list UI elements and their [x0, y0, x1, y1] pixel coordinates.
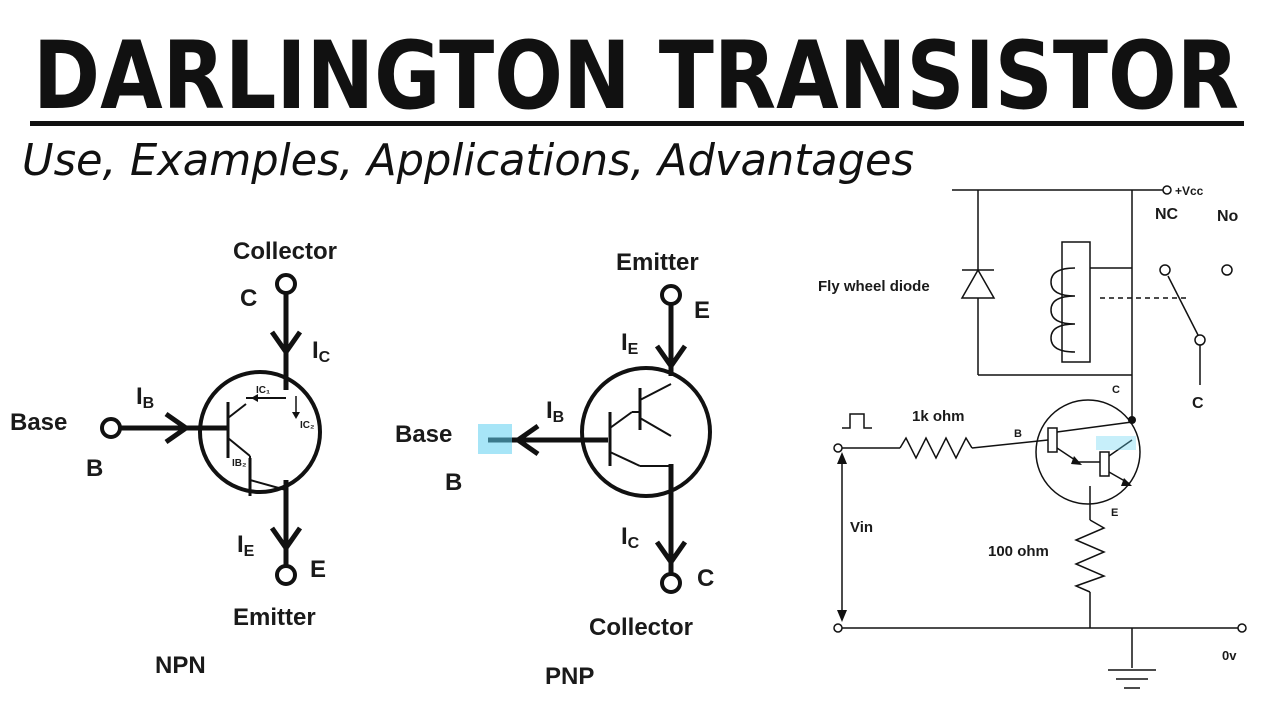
relay-transistor-envelope — [1035, 399, 1141, 505]
npn-ib-label: IB — [136, 383, 154, 412]
npn-base-terminal — [100, 417, 122, 439]
relay-coil-body — [1061, 241, 1091, 363]
pnp-base-highlight — [478, 424, 512, 454]
pnp-base-letter: B — [445, 469, 462, 496]
pnp-base-label: Base — [395, 421, 452, 448]
base-resistor — [899, 436, 973, 460]
base-resistor-label: 1k ohm — [912, 408, 965, 425]
vin-terminal — [833, 443, 843, 453]
npn-ib2-label: IB₂ — [232, 458, 246, 469]
npn-q2-emitter — [249, 479, 287, 491]
title-underline — [30, 121, 1244, 126]
npn-emitter-terminal — [275, 564, 297, 586]
common-contact — [1194, 334, 1206, 346]
npn-collector-label: Collector — [233, 238, 337, 265]
npn-ie-arrow — [269, 526, 303, 553]
base-resistor-to-transistor — [971, 439, 1049, 449]
pnp-ic-arrow — [654, 540, 688, 567]
pnp-emitter-letter: E — [694, 297, 710, 324]
npn-q1-emitter — [227, 437, 251, 457]
vin-label: Vin — [850, 519, 873, 536]
vin-arrow-bottom — [837, 610, 847, 622]
page-title: DARLINGTON TRANSISTOR — [33, 22, 1239, 131]
pnp-q1-emitter — [609, 411, 633, 429]
ground-left-terminal — [833, 623, 843, 633]
npn-darlington: IC₁ IC₂ IB₂ Collector C IC Base B IB IE … — [10, 238, 337, 679]
npn-base-label: Base — [10, 409, 67, 436]
pnp-ie-arrow — [654, 344, 688, 371]
pnp-collector-letter: C — [697, 565, 714, 592]
npn-collector-letter: C — [240, 285, 257, 312]
emitter-resistor-label: 100 ohm — [988, 543, 1049, 560]
base-pin-label: B — [1014, 428, 1022, 440]
nc-contact — [1159, 264, 1171, 276]
npn-caption: NPN — [155, 652, 206, 679]
pnp-ie-label: IE — [621, 329, 639, 358]
vin-arrow-top — [837, 452, 847, 464]
pnp-q2-collector — [639, 417, 672, 437]
q2-emitter-arrow — [1121, 478, 1132, 486]
q1-base-plate — [1047, 427, 1058, 453]
emitter-resistor — [1073, 519, 1107, 593]
relay-watermark-highlight — [1096, 436, 1136, 450]
no-contact — [1221, 264, 1233, 276]
relay-coil-winding — [1050, 267, 1076, 353]
q1-emitter-arrow — [1071, 456, 1082, 465]
flywheel-diode-label: Fly wheel diode — [818, 278, 930, 295]
npn-ic2-label: IC₂ — [300, 420, 314, 431]
relay-driver-circuit: +Vcc Fly wheel diode NC No C C — [818, 184, 1247, 689]
pnp-ic-label: IC — [621, 523, 640, 552]
pnp-emitter-label: Emitter — [616, 249, 699, 276]
q1-collector-wire — [1056, 421, 1133, 433]
pnp-darlington: Emitter E IE Base B IB IC C Collector PN… — [395, 249, 714, 690]
pnp-q1-collector — [609, 451, 641, 467]
pnp-collector-terminal — [660, 572, 682, 594]
npn-emitter-letter: E — [310, 556, 326, 583]
emitter-pin-label: E — [1111, 507, 1118, 519]
collector-pin-label: C — [1112, 384, 1120, 396]
npn-ic1-label: IC₁ — [256, 385, 270, 396]
vcc-label: +Vcc — [1175, 184, 1204, 198]
npn-ic1-arrowhead — [251, 394, 258, 402]
pnp-q2-emitter — [639, 383, 672, 401]
npn-ic-label: IC — [312, 337, 331, 366]
npn-emitter-label: Emitter — [233, 604, 316, 631]
no-label: No — [1217, 208, 1239, 225]
vcc-terminal — [1162, 185, 1172, 195]
q2-base-plate — [1099, 451, 1110, 477]
input-pulse-symbol — [842, 413, 872, 429]
pnp-ib-label: IB — [546, 397, 564, 426]
ground-right-terminal — [1237, 623, 1247, 633]
pnp-caption: PNP — [545, 663, 594, 690]
npn-ic2-arrowhead — [292, 412, 300, 419]
common-label: C — [1192, 395, 1204, 412]
npn-collector-terminal — [275, 273, 297, 295]
npn-ic-arrow — [269, 330, 303, 357]
ground-label: 0v — [1222, 648, 1237, 663]
npn-q1-collector — [227, 403, 247, 419]
relay-armature — [1167, 275, 1199, 336]
npn-base-letter: B — [86, 455, 103, 482]
npn-ie-label: IE — [237, 531, 255, 560]
pnp-ib-arrow — [513, 423, 540, 457]
pnp-emitter-terminal — [660, 284, 682, 306]
q2-collector-wire — [1108, 439, 1133, 457]
pnp-collector-label: Collector — [589, 614, 693, 641]
page-subtitle: Use, Examples, Applications, Advantages — [22, 135, 914, 186]
nc-label: NC — [1155, 206, 1179, 223]
pnp-envelope — [580, 366, 712, 498]
npn-envelope — [198, 370, 322, 494]
npn-ib-arrow — [164, 411, 191, 445]
flywheel-diode-symbol — [960, 268, 996, 299]
